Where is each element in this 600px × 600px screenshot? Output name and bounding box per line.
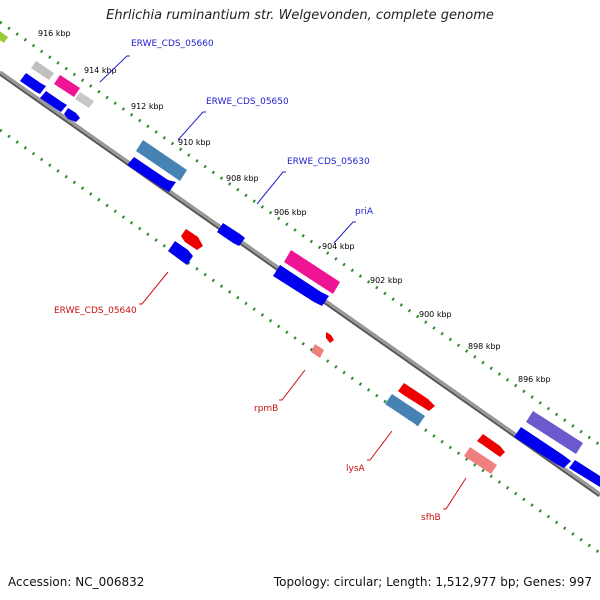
cds-lysa-feature[interactable] — [385, 394, 425, 426]
cds-red-feature[interactable] — [398, 383, 435, 411]
genome-summary-text: Topology: circular; Length: 1,512,977 bp… — [273, 575, 592, 589]
leader-line — [333, 221, 356, 244]
leader-line — [256, 171, 286, 205]
label-rpmb[interactable]: rpmB — [254, 404, 278, 414]
leader-line — [367, 430, 393, 461]
cds-rpmb-feature[interactable] — [311, 344, 324, 358]
map-title: Ehrlichia ruminantium str. Welgevonden, … — [106, 8, 494, 23]
accession-text: Accession: NC_006832 — [8, 575, 145, 589]
leader-line — [177, 111, 206, 141]
tick-label: 906 kbp — [274, 208, 307, 217]
cds-blue-feature[interactable] — [127, 157, 176, 192]
cds-sfhb-feature[interactable] — [464, 447, 497, 474]
cds-erwe05640-feature[interactable] — [168, 241, 193, 265]
tick-label: 898 kbp — [468, 342, 501, 351]
cds-blue-feature[interactable] — [217, 223, 245, 246]
leader-line — [279, 369, 306, 401]
cds-blue-feature[interactable] — [20, 73, 46, 94]
label-erwe-cds-05650[interactable]: ERWE_CDS_05650 — [206, 97, 289, 107]
tick-label: 900 kbp — [419, 310, 452, 319]
cds-pria-feature[interactable] — [284, 250, 340, 294]
cds-pink-feature[interactable] — [54, 75, 80, 97]
cds-blue-feature[interactable] — [514, 427, 571, 468]
cds-blue-feature[interactable] — [64, 108, 80, 122]
tick-label: 902 kbp — [370, 276, 403, 285]
leader-line — [139, 271, 169, 305]
cds-blue-feature[interactable] — [273, 265, 329, 306]
cds-blue-feature[interactable] — [40, 91, 67, 112]
outer-ruler-line — [0, 20, 600, 447]
cds-purple-feature[interactable] — [526, 411, 583, 454]
cds-gray-small-feature[interactable] — [75, 92, 94, 108]
cds-red-small-feature[interactable] — [326, 332, 334, 343]
cds-blue-feature[interactable] — [569, 460, 600, 487]
tick-label: 910 kbp — [178, 138, 211, 147]
tick-label: 912 kbp — [131, 102, 164, 111]
cds-red-feature[interactable] — [477, 434, 505, 457]
tick-label: 914 kbp — [84, 66, 117, 75]
leader-line — [99, 55, 130, 83]
cds-green-feature[interactable] — [0, 30, 8, 43]
tick-label: 904 kbp — [322, 242, 355, 251]
label-erwe-cds-05640[interactable]: ERWE_CDS_05640 — [54, 306, 137, 316]
label-pria[interactable]: priA — [355, 207, 374, 217]
label-lysa[interactable]: lysA — [346, 464, 366, 474]
tick-label: 896 kbp — [518, 375, 551, 384]
cds-steel-feature[interactable] — [136, 140, 187, 181]
cds-red-feature[interactable] — [181, 229, 203, 250]
cds-gray-feature[interactable] — [31, 61, 54, 80]
label-erwe-cds-05660[interactable]: ERWE_CDS_05660 — [131, 39, 214, 49]
label-sfhb[interactable]: sfhB — [421, 513, 441, 523]
inner-ruler-line — [0, 128, 600, 555]
tick-label: 908 kbp — [226, 174, 259, 183]
leader-line — [443, 477, 467, 510]
label-erwe-cds-05630[interactable]: ERWE_CDS_05630 — [287, 157, 370, 167]
tick-label: 916 kbp — [38, 29, 71, 38]
